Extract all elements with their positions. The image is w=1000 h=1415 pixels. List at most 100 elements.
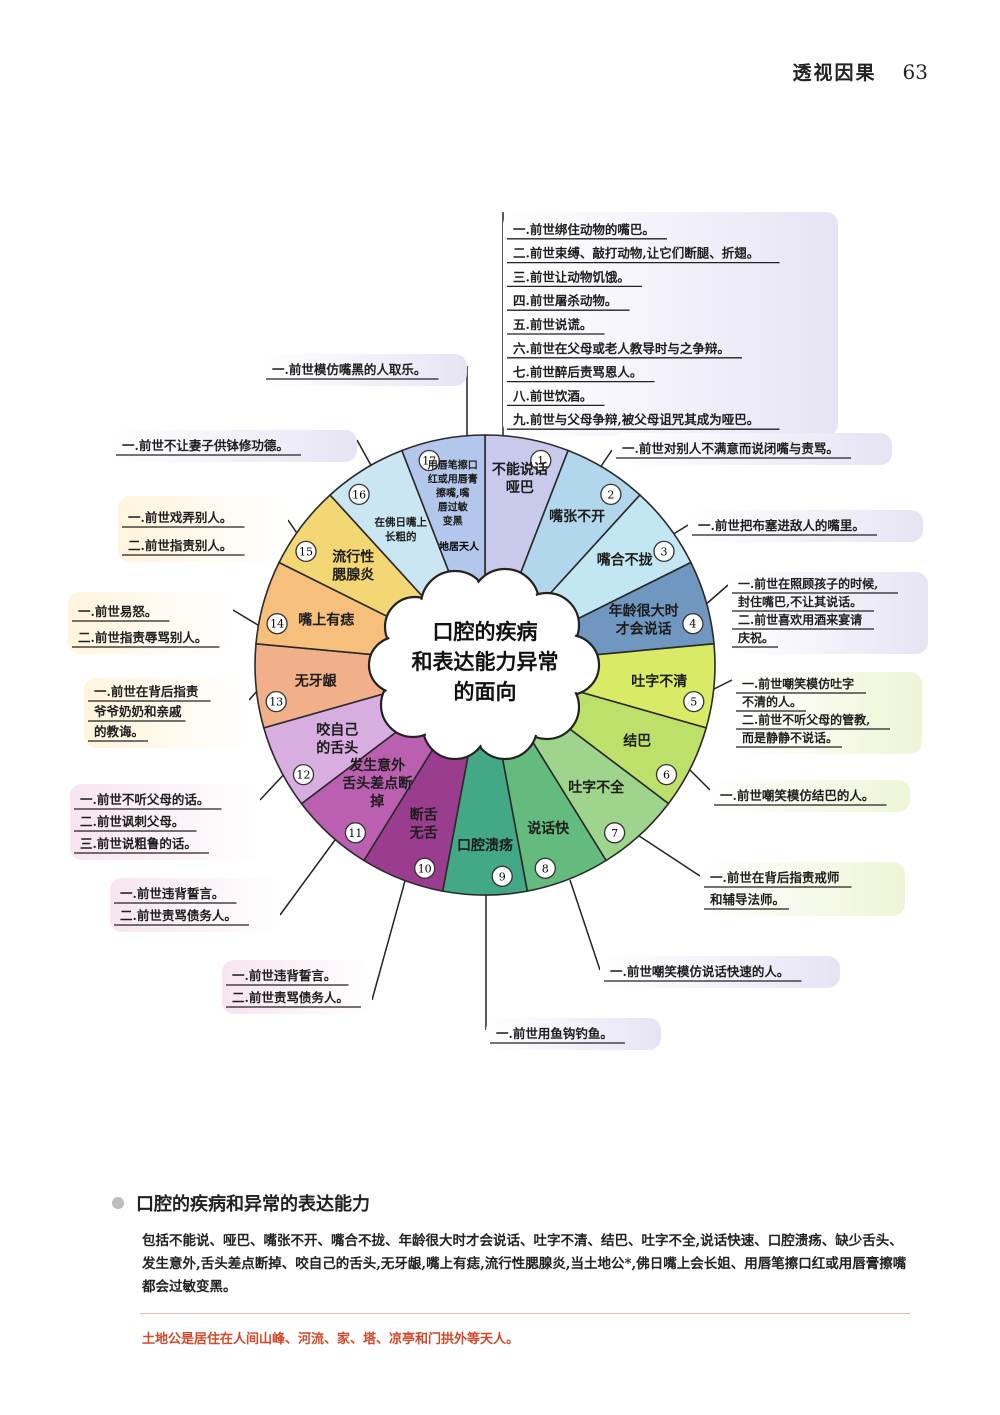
connector-line [629, 829, 701, 877]
cause-box-c9: 一.前世用鱼钩钓鱼。 [486, 1018, 661, 1050]
cause-item: 的教诲。 [94, 724, 144, 739]
segment-label: 口腔溃疡 [457, 837, 513, 854]
segment-label: 长粗的 [385, 530, 417, 543]
cause-item: 封住嘴巴,不让其说话。 [738, 594, 862, 609]
cause-box-c3: 一.前世把布塞进敌人的嘴里。 [688, 510, 923, 542]
cause-item: 二.前世责骂债务人。 [232, 990, 349, 1005]
connector-line [711, 679, 733, 691]
segment-number-badge: 1 [530, 449, 552, 472]
segment-label: 红或用唇膏 [428, 473, 478, 486]
segment-label: 说话快 [527, 820, 570, 837]
segment-label: 咬自己 [316, 721, 358, 738]
cause-item: 二.前世喜欢用酒来宴请 [738, 612, 862, 627]
cause-item: 九.前世与父母争辩,被父母诅咒其成为哑巴。 [512, 412, 759, 427]
footnote: 土地公是居住在人间山峰、河流、家、塔、凉亭和门拱外等天人。 [142, 1332, 520, 1347]
cause-item: 三.前世让动物饥饿。 [513, 269, 630, 284]
cause-item: 一.前世在背后指责戒师 [710, 870, 840, 885]
cause-box-c8: 一.前世嘲笑模仿说话快速的人。 [600, 956, 840, 988]
bullet-icon [112, 1197, 124, 1209]
segment-number: 7 [611, 827, 618, 840]
segment-number: 4 [689, 618, 696, 631]
cause-box-c17: 一.前世模仿嘴黑的人取乐。 [262, 354, 467, 386]
connector-line [569, 879, 601, 971]
cause-box-c14: 一.前世易怒。二.前世指责辱骂别人。 [68, 592, 233, 654]
segment-label: 擦嘴,嘴 [436, 487, 469, 500]
segment-label: 无舌 [409, 824, 438, 841]
cause-item: 六.前世在父母或老人教导时与之争辩。 [513, 341, 730, 356]
segment-label: 嘴张不开 [549, 508, 605, 525]
cause-item: 一.前世在背后指责 [94, 684, 199, 699]
segment-number-badge: 5 [683, 690, 705, 713]
connector-line [371, 869, 409, 1001]
connector-line [279, 839, 336, 916]
segment-number: 6 [663, 769, 670, 782]
segment-label: 不能说话 [492, 461, 548, 478]
segment-number: 14 [270, 618, 284, 631]
segment-number-badge: 11 [344, 822, 367, 844]
cause-item: 二.前世指责别人。 [128, 538, 232, 553]
cause-item: 二.前世不听父母的管教, [742, 712, 870, 727]
cause-item: 八.前世饮酒。 [512, 388, 592, 403]
cause-item: 一.前世不听父母的话。 [80, 792, 209, 807]
segment-number: 16 [352, 488, 366, 501]
cause-item: 一.前世嘲笑模仿说话快速的人。 [610, 964, 789, 979]
center-title-line: 和表达能力异常 [412, 649, 559, 674]
cause-box-c10: 一.前世违背誓言。二.前世责骂债务人。 [222, 960, 372, 1014]
segment-label: 吐字不清 [631, 673, 687, 690]
cause-item: 爷爷奶奶和亲戚 [93, 704, 182, 719]
segment-label: 断舌 [410, 806, 438, 823]
segment-extra-label: 地居天人 [439, 540, 480, 553]
cause-item: 四.前世屠杀动物。 [513, 293, 617, 308]
cause-box-c1: 一.前世绑住动物的嘴巴。二.前世束缚、敲打动物,让它们断腿、折翅。三.前世让动物… [503, 212, 838, 437]
segment-label: 用唇笔擦口 [427, 459, 478, 472]
cause-item: 二.前世指责辱骂别人。 [78, 630, 207, 645]
cause-item: 和辅导法师。 [709, 892, 785, 907]
cause-box-c15: 一.前世戏弄别人。二.前世指责别人。 [118, 496, 288, 562]
summary-body: 包括不能说、哑巴、嘴张不开、嘴合不拢、年龄很大时才会说话、吐字不清、结巴、吐字不… [142, 1233, 907, 1295]
cause-item: 五.前世说谎。 [513, 317, 592, 332]
segment-number: 12 [297, 769, 311, 782]
segment-number-badge: 4 [682, 613, 704, 635]
segment-label: 哑巴 [506, 480, 534, 496]
cause-item: 一.前世违背誓言。 [120, 886, 224, 901]
summary-heading-row: 口腔的疾病和异常的表达能力 [112, 1190, 912, 1216]
segment-number-badge: 2 [600, 483, 622, 506]
segment-label: 变黑 [443, 515, 463, 528]
segment-label: 的舌头 [316, 739, 358, 756]
summary-section: 口腔的疾病和异常的表达能力 包括不能说、哑巴、嘴张不开、嘴合不拢、年龄很大时才会… [112, 1190, 912, 1347]
segment-label: 腮腺炎 [332, 567, 374, 584]
segment-number: 13 [269, 696, 283, 709]
segment-label: 发生意外 [348, 757, 405, 774]
segment-label: 结巴 [623, 733, 651, 750]
segment-label: 年龄很大时 [609, 603, 679, 620]
segment-number-badge: 7 [603, 822, 626, 844]
cause-item: 一.前世把布塞进敌人的嘴里。 [698, 518, 865, 533]
cause-wheel-diagram: 一.前世绑住动物的嘴巴。二.前世束缚、敲打动物,让它们断腿、折翅。三.前世让动物… [68, 212, 928, 1050]
cause-item: 一.前世不让妻子供钵修功德。 [122, 438, 289, 453]
segment-label: 舌头差点断 [342, 775, 412, 792]
cause-item: 二.前世责骂债务人。 [120, 908, 237, 923]
cause-item: 庆祝。 [737, 630, 774, 645]
segment-number-badge: 13 [265, 690, 287, 713]
segment-label: 嘴上有痣 [298, 612, 354, 629]
segment-label: 唇过敏 [438, 501, 468, 514]
summary-heading: 口腔的疾病和异常的表达能力 [136, 1194, 370, 1215]
cause-item: 一.前世对别人不满意而说闭嘴与责骂。 [622, 441, 839, 456]
cause-box-c6: 一.前世嘲笑模仿结巴的人。 [710, 780, 910, 812]
cause-item: 三.前世说粗鲁的话。 [80, 836, 197, 851]
cause-item: 一.前世戏弄别人。 [128, 510, 232, 525]
segment-number: 15 [299, 545, 313, 558]
segment-number: 10 [418, 862, 432, 875]
cause-item: 七.前世醉后责骂恩人。 [513, 365, 642, 380]
cause-box-c2: 一.前世对别人不满意而说闭嘴与责骂。 [612, 433, 892, 465]
page-number: 63 [902, 60, 928, 84]
cause-item: 一.前世违背誓言。 [232, 968, 336, 983]
cause-item: 一.前世模仿嘴黑的人取乐。 [272, 362, 426, 377]
segment-number: 3 [661, 545, 668, 558]
cause-item: 而是静静不说话。 [742, 730, 838, 745]
